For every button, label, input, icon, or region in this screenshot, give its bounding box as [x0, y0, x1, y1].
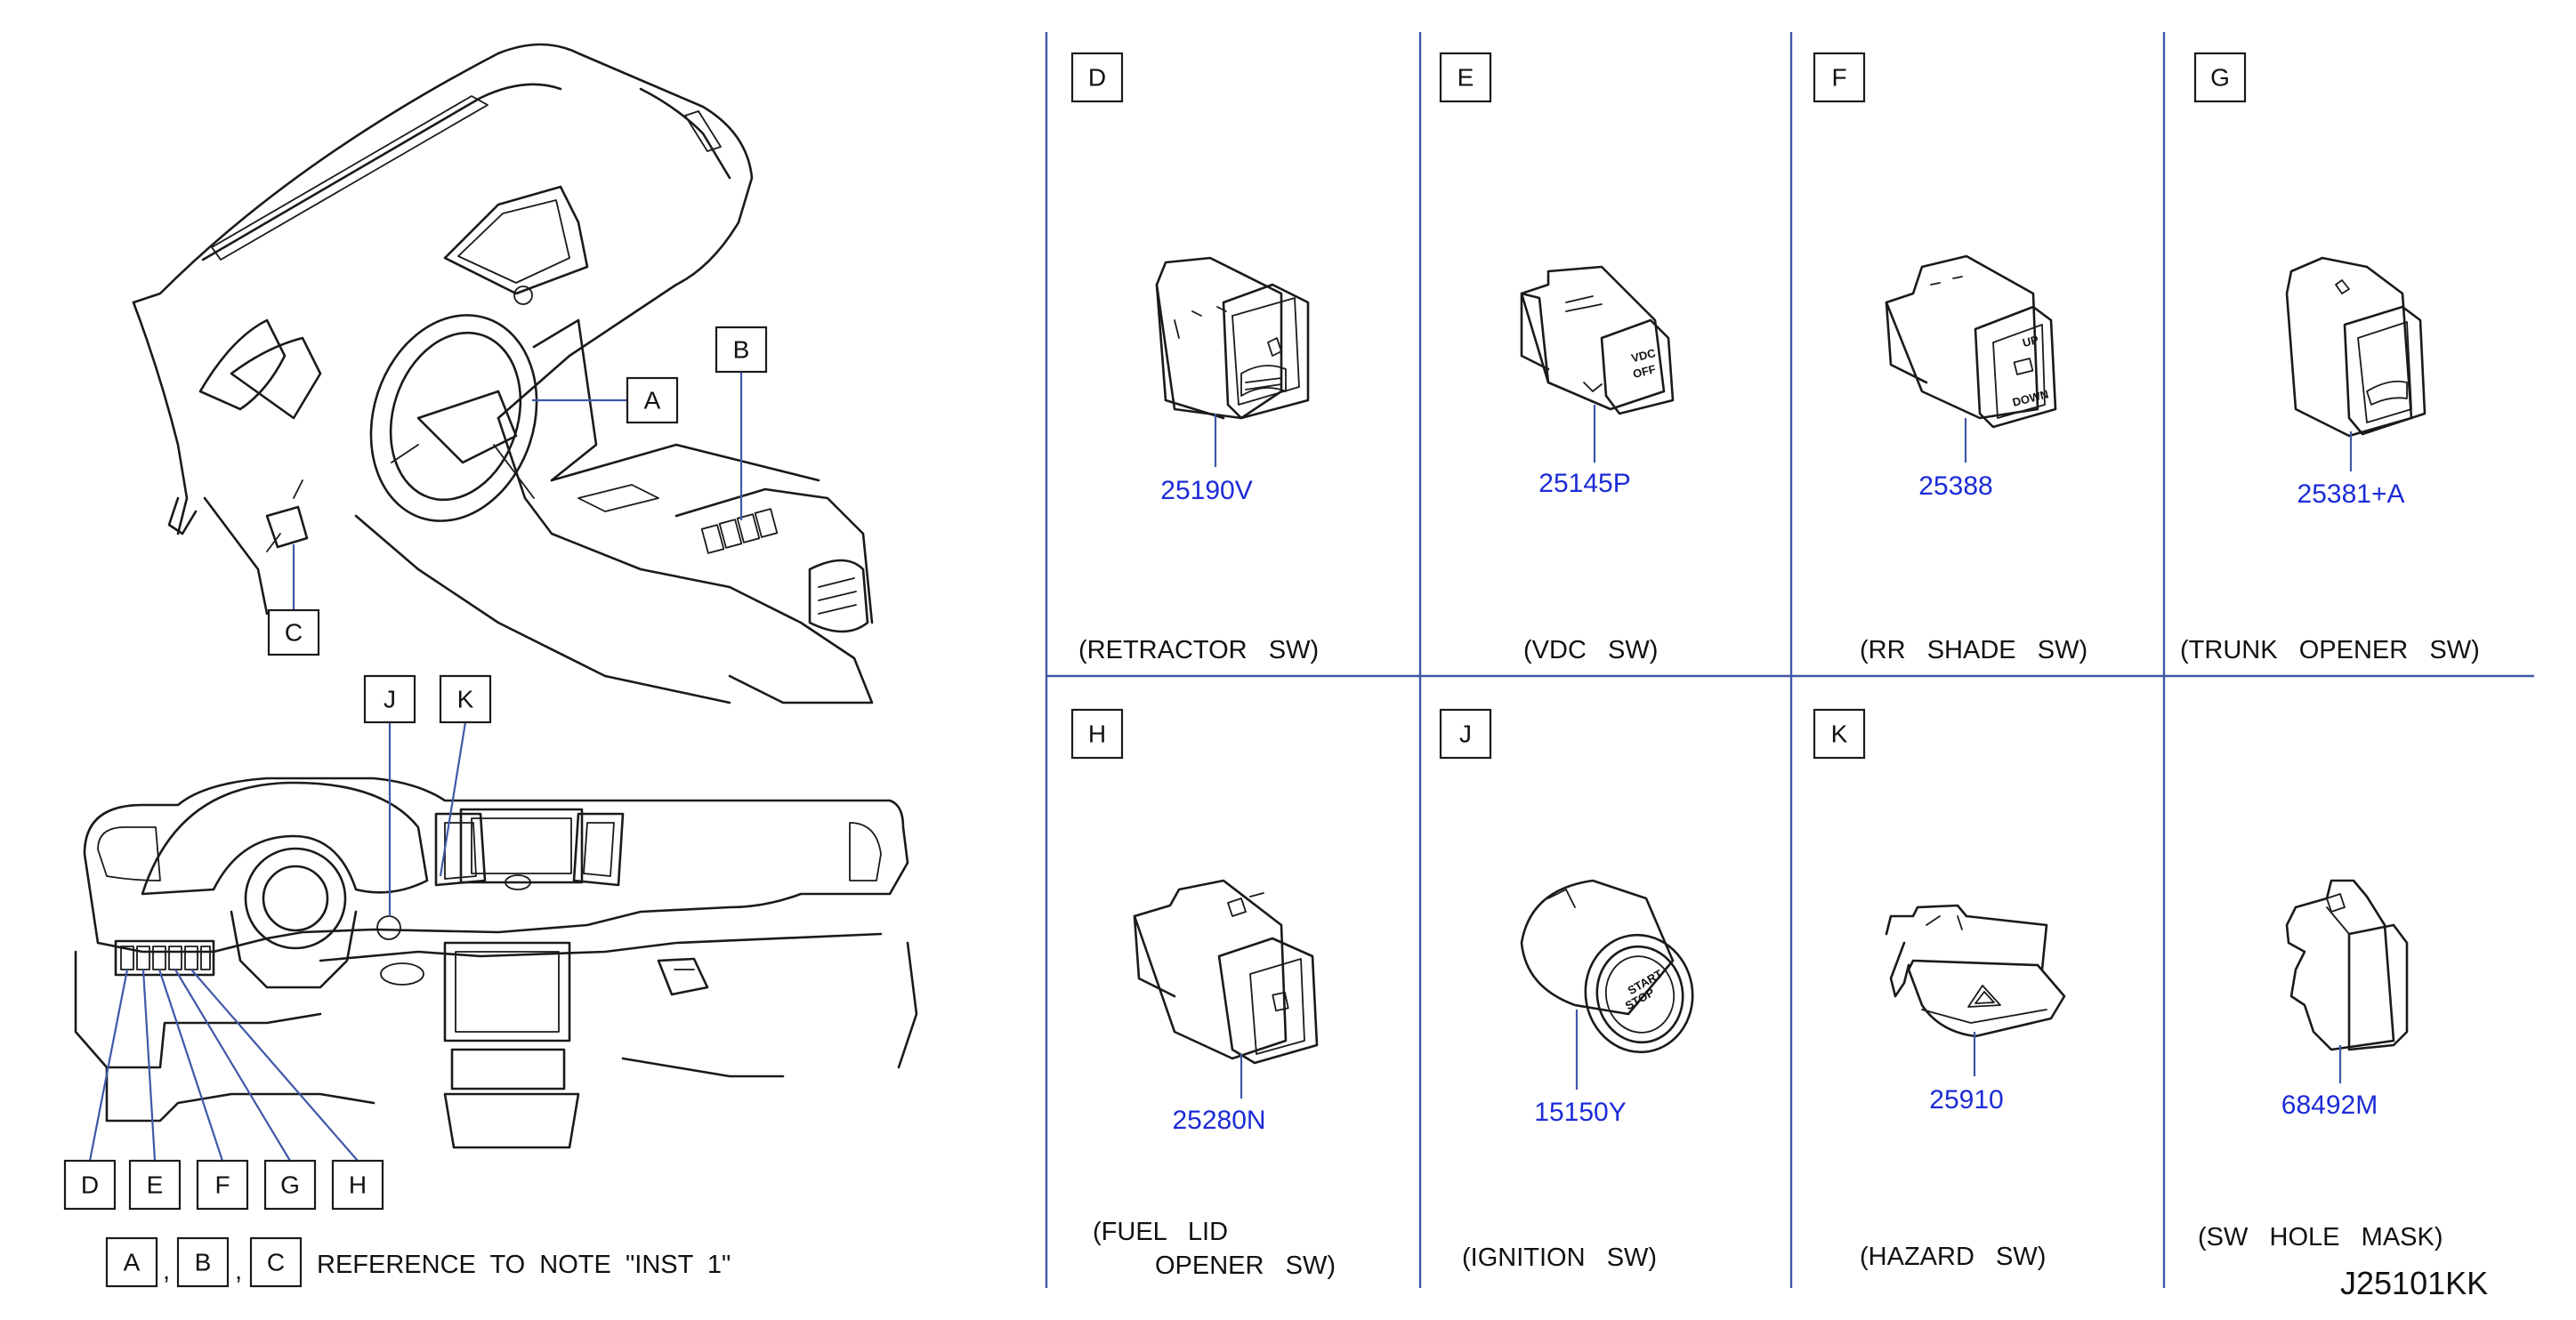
callout-B-label: B: [733, 336, 750, 364]
panel-d-key: D: [1088, 64, 1106, 92]
callout-J-label: J: [384, 686, 396, 713]
panel-f-key: F: [1831, 64, 1846, 92]
panel-g-part-number: 25381+A: [2297, 479, 2405, 509]
panel-e-key: E: [1458, 64, 1474, 92]
callout-A: A: [532, 376, 679, 424]
diagram-id: J25101KK: [2340, 1265, 2488, 1301]
retractor-switch-drawing: [1155, 256, 1310, 420]
callout-E-label: E: [147, 1171, 164, 1199]
panel-g: G 25381+A (TRUNK OPENER SW): [2180, 52, 2480, 664]
dashboard-front-view: [74, 777, 918, 1149]
panel-d-caption: (RETRACTOR SW): [1078, 636, 1319, 664]
panel-d-part-number: 25190V: [1160, 476, 1252, 505]
panel-g-key: G: [2210, 64, 2230, 92]
panel-k-key: K: [1831, 720, 1848, 748]
callout-C-label: C: [285, 619, 303, 647]
callout-J: J: [363, 674, 416, 916]
panel-k-part-number: 25910: [1929, 1085, 2003, 1115]
panel-j: J START STOP 15150Y (IGNITION SW): [1439, 708, 1694, 1272]
vdc-switch-text-1: VDC: [1630, 346, 1658, 365]
callout-K-label: K: [457, 686, 474, 713]
rr-shade-text-up: UP: [2021, 333, 2039, 350]
trunk-opener-switch-drawing: [2285, 256, 2427, 438]
panel-e-caption: (VDC SW): [1523, 636, 1658, 664]
panel-j-caption: (IGNITION SW): [1462, 1244, 1657, 1272]
panel-sw-hole-mask-part-number: 68492M: [2281, 1091, 2378, 1120]
vdc-switch-drawing: [1520, 265, 1675, 415]
callout-C: C: [267, 544, 320, 656]
reference-b: B: [195, 1249, 212, 1276]
panel-d: D 25190V (RETRACTOR SW): [1070, 52, 1319, 664]
callout-F-label: F: [214, 1171, 230, 1199]
panel-h-caption-line-1: (FUEL LID: [1093, 1218, 1228, 1246]
callout-H-label: H: [349, 1171, 367, 1199]
reference-c: C: [267, 1249, 285, 1276]
hazard-switch-drawing: [1885, 904, 2066, 1038]
panel-e: E VDC OFF 25145P (VDC SW): [1439, 52, 1675, 664]
panel-sw-hole-mask-caption: (SW HOLE MASK): [2198, 1223, 2443, 1252]
callout-G-label: G: [280, 1171, 300, 1199]
panel-f-caption: (RR SHADE SW): [1860, 636, 2087, 664]
panel-sw-hole-mask: 68492M (SW HOLE MASK): [2198, 879, 2443, 1252]
panel-j-part-number: 15150Y: [1534, 1098, 1626, 1127]
panel-h-caption-line-2: OPENER SW): [1155, 1252, 1336, 1280]
dashboard-perspective-view: [132, 43, 874, 704]
panel-j-key: J: [1459, 720, 1472, 748]
sw-hole-mask-drawing: [2285, 879, 2409, 1051]
rr-shade-text-down: DOWN: [2011, 387, 2050, 409]
panel-e-part-number: 25145P: [1538, 469, 1630, 498]
panel-g-caption: (TRUNK OPENER SW): [2180, 636, 2480, 664]
callout-K: K: [439, 674, 492, 877]
rr-shade-switch-drawing: [1885, 254, 2057, 429]
panel-h-part-number: 25280N: [1172, 1106, 1265, 1135]
reference-separator-1: ,: [163, 1257, 170, 1285]
callout-D-label: D: [81, 1171, 99, 1199]
callout-B: B: [715, 326, 768, 520]
reference-note: A , B , C REFERENCE TO NOTE "INST 1": [105, 1236, 731, 1288]
callouts-lower-switch-bank: D E F G H: [63, 969, 384, 1211]
panel-f-part-number: 25388: [1918, 471, 1992, 501]
ignition-switch-drawing: [1520, 879, 1694, 1054]
vdc-switch-text-2: OFF: [1631, 362, 1657, 381]
panel-h-key: H: [1088, 720, 1106, 748]
panel-k: K 25910 (HAZARD SW): [1813, 708, 2066, 1271]
panel-k-caption: (HAZARD SW): [1860, 1243, 2046, 1271]
panel-f: F UP DOWN 25388 (RR SHADE SW): [1813, 52, 2087, 664]
reference-a: A: [124, 1249, 141, 1276]
callout-A-label: A: [644, 387, 661, 415]
panel-h: H 25280N (FUEL LID OPENER SW): [1070, 708, 1336, 1280]
reference-note-text: REFERENCE TO NOTE "INST 1": [317, 1251, 731, 1279]
reference-separator-2: ,: [235, 1257, 242, 1285]
fuel-lid-opener-switch-drawing: [1133, 879, 1319, 1065]
panel-grid: [1045, 32, 2534, 1288]
